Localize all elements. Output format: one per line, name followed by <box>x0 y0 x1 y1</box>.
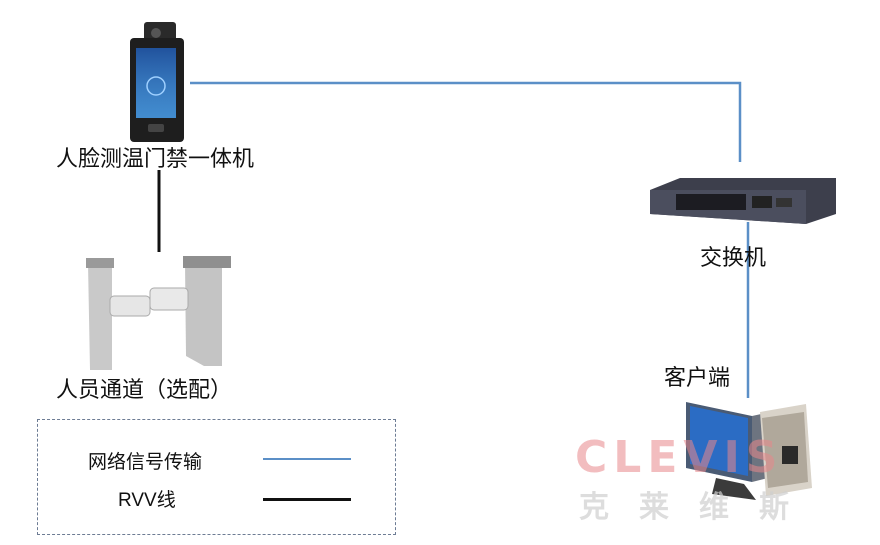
watermark-subtext: 克莱维斯 <box>579 490 819 525</box>
face-terminal-icon <box>130 22 184 142</box>
legend-network-label: 网络信号传输 <box>88 452 203 473</box>
terminal-label: 人脸测温门禁一体机 <box>56 147 255 172</box>
legend-rvv-label: RVV线 <box>118 490 176 511</box>
legend-network-swatch <box>263 458 351 460</box>
gate-label: 人员通道（选配） <box>56 378 233 403</box>
switch-label: 交换机 <box>700 246 767 271</box>
watermark-text: CLEVIS <box>575 432 784 483</box>
client-label: 客户端 <box>664 366 731 391</box>
turnstile-gate-icon <box>86 256 231 370</box>
watermark: CLEVIS 克莱维斯 <box>575 432 865 527</box>
client-computer-icon <box>686 402 812 500</box>
network-line-terminal-switch <box>190 81 742 162</box>
legend-box: 网络信号传输 RVV线 <box>37 419 396 535</box>
network-switch-icon <box>650 178 836 224</box>
legend-rvv-swatch <box>263 498 351 501</box>
